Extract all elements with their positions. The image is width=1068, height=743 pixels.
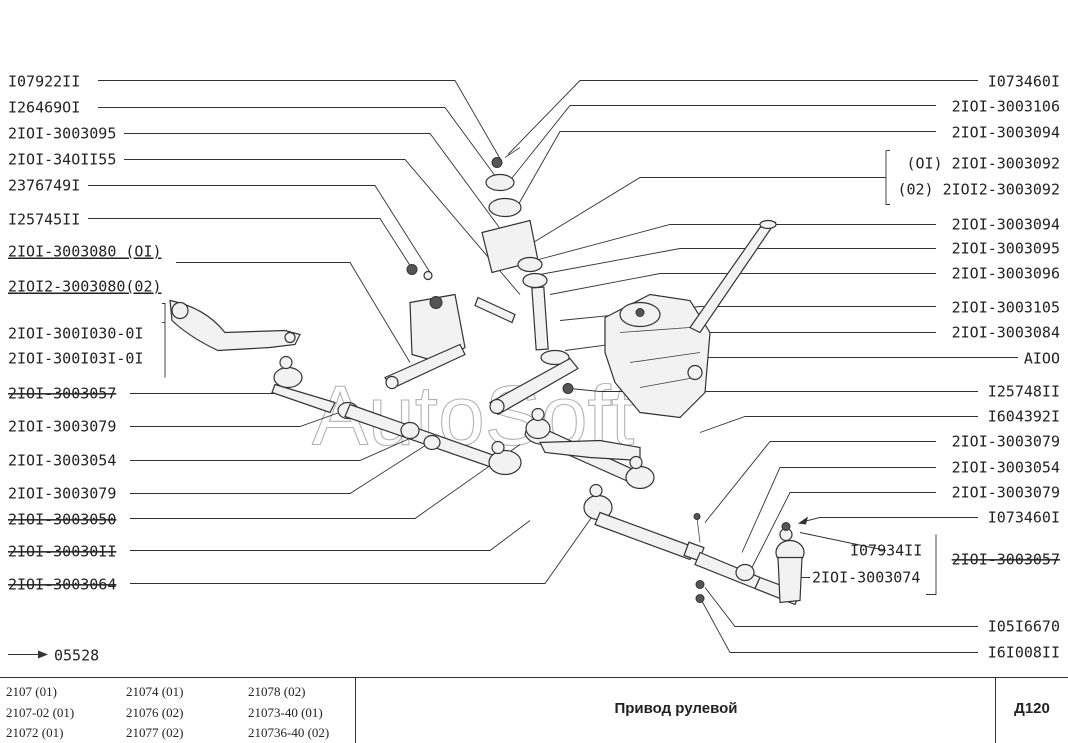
part-label: 2IOI-3003095: [8, 125, 116, 143]
part-label: 2IOI-3003094: [952, 124, 1060, 142]
part-label: (OI) 2IOI-3003092: [906, 155, 1060, 173]
part-label: 2IOI-3003054: [952, 459, 1060, 477]
left-tie-rod: [271, 355, 522, 476]
part-label: 2IOI-3003096: [952, 265, 1060, 283]
center-link: [524, 407, 655, 490]
part-label: I25745II: [8, 211, 80, 229]
part-label: I073460I: [988, 73, 1060, 91]
part-label: 2IOI-30030II: [8, 543, 116, 561]
drawing-code: Д120: [1014, 700, 1050, 717]
model-code: 2107-02 (01): [6, 705, 75, 720]
part-label: 2IOI-300I03I-0I: [8, 350, 143, 368]
model-code: 21078 (02): [248, 684, 306, 699]
steering-gearbox: [604, 293, 711, 419]
part-label: 2IOI-3003057: [952, 551, 1060, 569]
arrow-right-icon: [38, 650, 48, 659]
model-code: 21074 (01): [126, 684, 184, 699]
idler-arm: [169, 299, 301, 352]
part-label: 2IOI-3003057: [8, 385, 116, 403]
part-label: I07934II: [850, 542, 922, 560]
part-label: I25748II: [988, 383, 1060, 401]
part-label: 2IOI-3003064: [8, 576, 116, 594]
inner-labels: I07934II 2IOI-3003074 2IOI-3003057: [812, 542, 1060, 587]
model-code: 21076 (02): [126, 705, 184, 720]
right-tie-rod: [583, 483, 805, 606]
pendulum-bracket-upper: [481, 147, 570, 366]
part-label: I6I008II: [988, 644, 1060, 662]
part-label: 2376749I: [8, 177, 80, 195]
left-labels: I07922II I26469OI 2IOI-3003095 2IOI-34OI…: [8, 73, 162, 594]
part-label: 2IOI-3003105: [952, 299, 1060, 317]
divider: [355, 678, 356, 743]
part-label: I07922II: [8, 73, 80, 91]
model-code: 21077 (02): [126, 725, 184, 740]
model-code: 21072 (01): [6, 725, 64, 740]
part-label: 2IOI-34OII55: [8, 151, 116, 169]
part-label: 2IOI-3003054: [8, 452, 116, 470]
pitman-arm: [384, 343, 579, 416]
part-label: 2IOI-3003079: [8, 485, 116, 503]
leader-lines-left: [88, 80, 596, 584]
part-label: AIOO: [1024, 350, 1060, 368]
steering-shaft: [689, 219, 777, 334]
part-label: 2IOI-3003106: [952, 98, 1060, 116]
part-label: 2IOI-3003080 (OI): [8, 243, 162, 261]
part-label: 2IOI-3003050: [8, 511, 116, 529]
part-label: 2IOI-3003079: [8, 418, 116, 436]
leader-lines-right: [507, 80, 1018, 653]
part-label: 2IOI-3003074: [812, 569, 920, 587]
part-label: 2IOI-3003079: [952, 484, 1060, 502]
part-label: 2IOI-3003094: [952, 216, 1060, 234]
part-label: 2IOI-3003095: [952, 240, 1060, 258]
drawing-title: Привод рулевой: [614, 700, 738, 717]
part-label: 2IOI2-3003080(02): [8, 278, 162, 296]
part-label: I26469OI: [8, 99, 80, 117]
part-label: I05I6670: [988, 618, 1060, 636]
model-code: 210736-40 (02): [248, 725, 330, 740]
right-labels: I073460I 2IOI-3003106 2IOI-3003094 (OI) …: [897, 73, 1060, 662]
model-code: 21073-40 (01): [248, 705, 323, 720]
part-label: (02) 2IOI2-3003092: [897, 181, 1060, 199]
part-label: 2IOI-3003079: [952, 433, 1060, 451]
part-label: I073460I: [988, 509, 1060, 527]
arrow-icon: [798, 516, 821, 525]
reference-number: 05528: [54, 647, 99, 665]
part-label: I604392I: [988, 408, 1060, 426]
model-code: 2107 (01): [6, 684, 57, 699]
part-label: 2IOI-300I030-0I: [8, 325, 143, 343]
part-label: 2IOI-3003084: [952, 324, 1060, 342]
divider: [995, 678, 996, 743]
reference-note: 05528: [8, 647, 99, 665]
title-block: 2107 (01) 21074 (01) 21078 (02) 2107-02 …: [0, 677, 1068, 743]
